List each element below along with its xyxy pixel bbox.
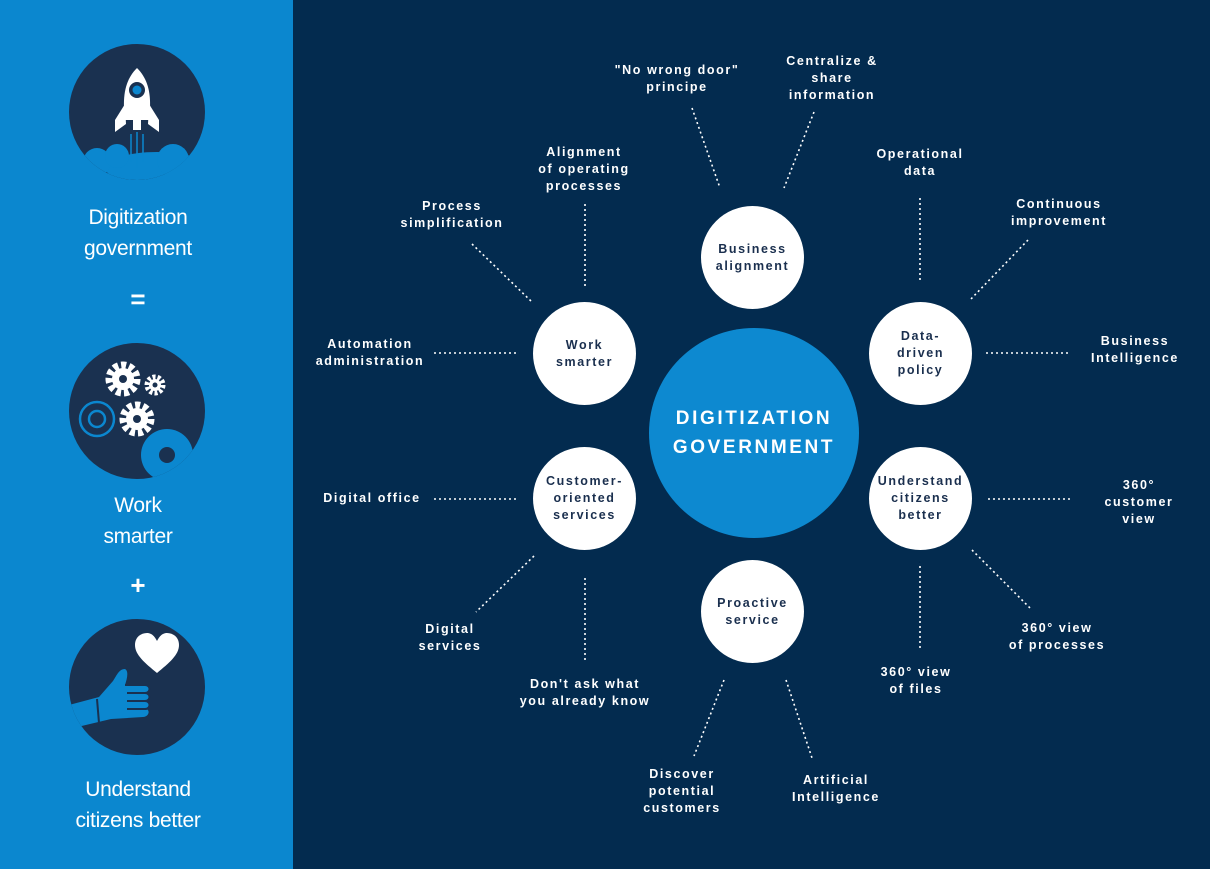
plus-operator: + xyxy=(130,570,146,600)
node-data-driven-policy: Data- driven policy xyxy=(869,302,972,405)
label-360-customer-view: 360° customer view xyxy=(1104,478,1174,526)
label-digital-services: Digital services xyxy=(418,622,482,653)
sidebar: Digitization government = Work smarter + xyxy=(0,0,293,869)
node-proactive-service: Proactive service xyxy=(701,560,804,663)
gears-icon xyxy=(69,343,205,479)
sidebar-item-label: Work smarter xyxy=(103,494,173,548)
label-artificial-intelligence: Artificial Intelligence xyxy=(792,773,880,804)
label-centralize-share: Centralize & share information xyxy=(786,54,878,102)
center-circle-title: DIGITIZATION GOVERNMENT xyxy=(649,328,859,538)
label-digital-office: Digital office xyxy=(323,491,421,505)
sidebar-item-label: Understand citizens better xyxy=(75,778,201,832)
label-360-view-processes: 360° view of processes xyxy=(1008,621,1106,652)
label-alignment-operating-processes: Alignment of operating processes xyxy=(538,145,630,193)
node-understand-citizens-better: Understand citizens better xyxy=(869,447,972,550)
equals-operator: = xyxy=(130,284,146,314)
label-automation-administration: Automation administration xyxy=(315,337,425,368)
label-dont-ask: Don't ask what you already know xyxy=(519,677,651,708)
thumbs-up-heart-icon xyxy=(69,619,205,755)
rocket-icon xyxy=(69,44,205,180)
node-business-alignment: Business alignment xyxy=(701,206,804,309)
label-no-wrong-door: "No wrong door" principe xyxy=(614,63,740,94)
label-operational-data: Operational data xyxy=(876,147,964,178)
label-business-intelligence: Business Intelligence xyxy=(1091,334,1179,365)
node-customer-oriented-services: Customer- oriented services xyxy=(533,447,636,550)
label-continuous-improvement: Continuous improvement xyxy=(1010,197,1108,228)
label-discover-customers: Discover potential customers xyxy=(643,767,721,815)
node-work-smarter: Work smarter xyxy=(533,302,636,405)
sidebar-item-label: Digitization government xyxy=(84,206,192,260)
label-process-simplification: Process simplification xyxy=(400,199,504,230)
label-360-view-files: 360° view of files xyxy=(880,665,952,696)
